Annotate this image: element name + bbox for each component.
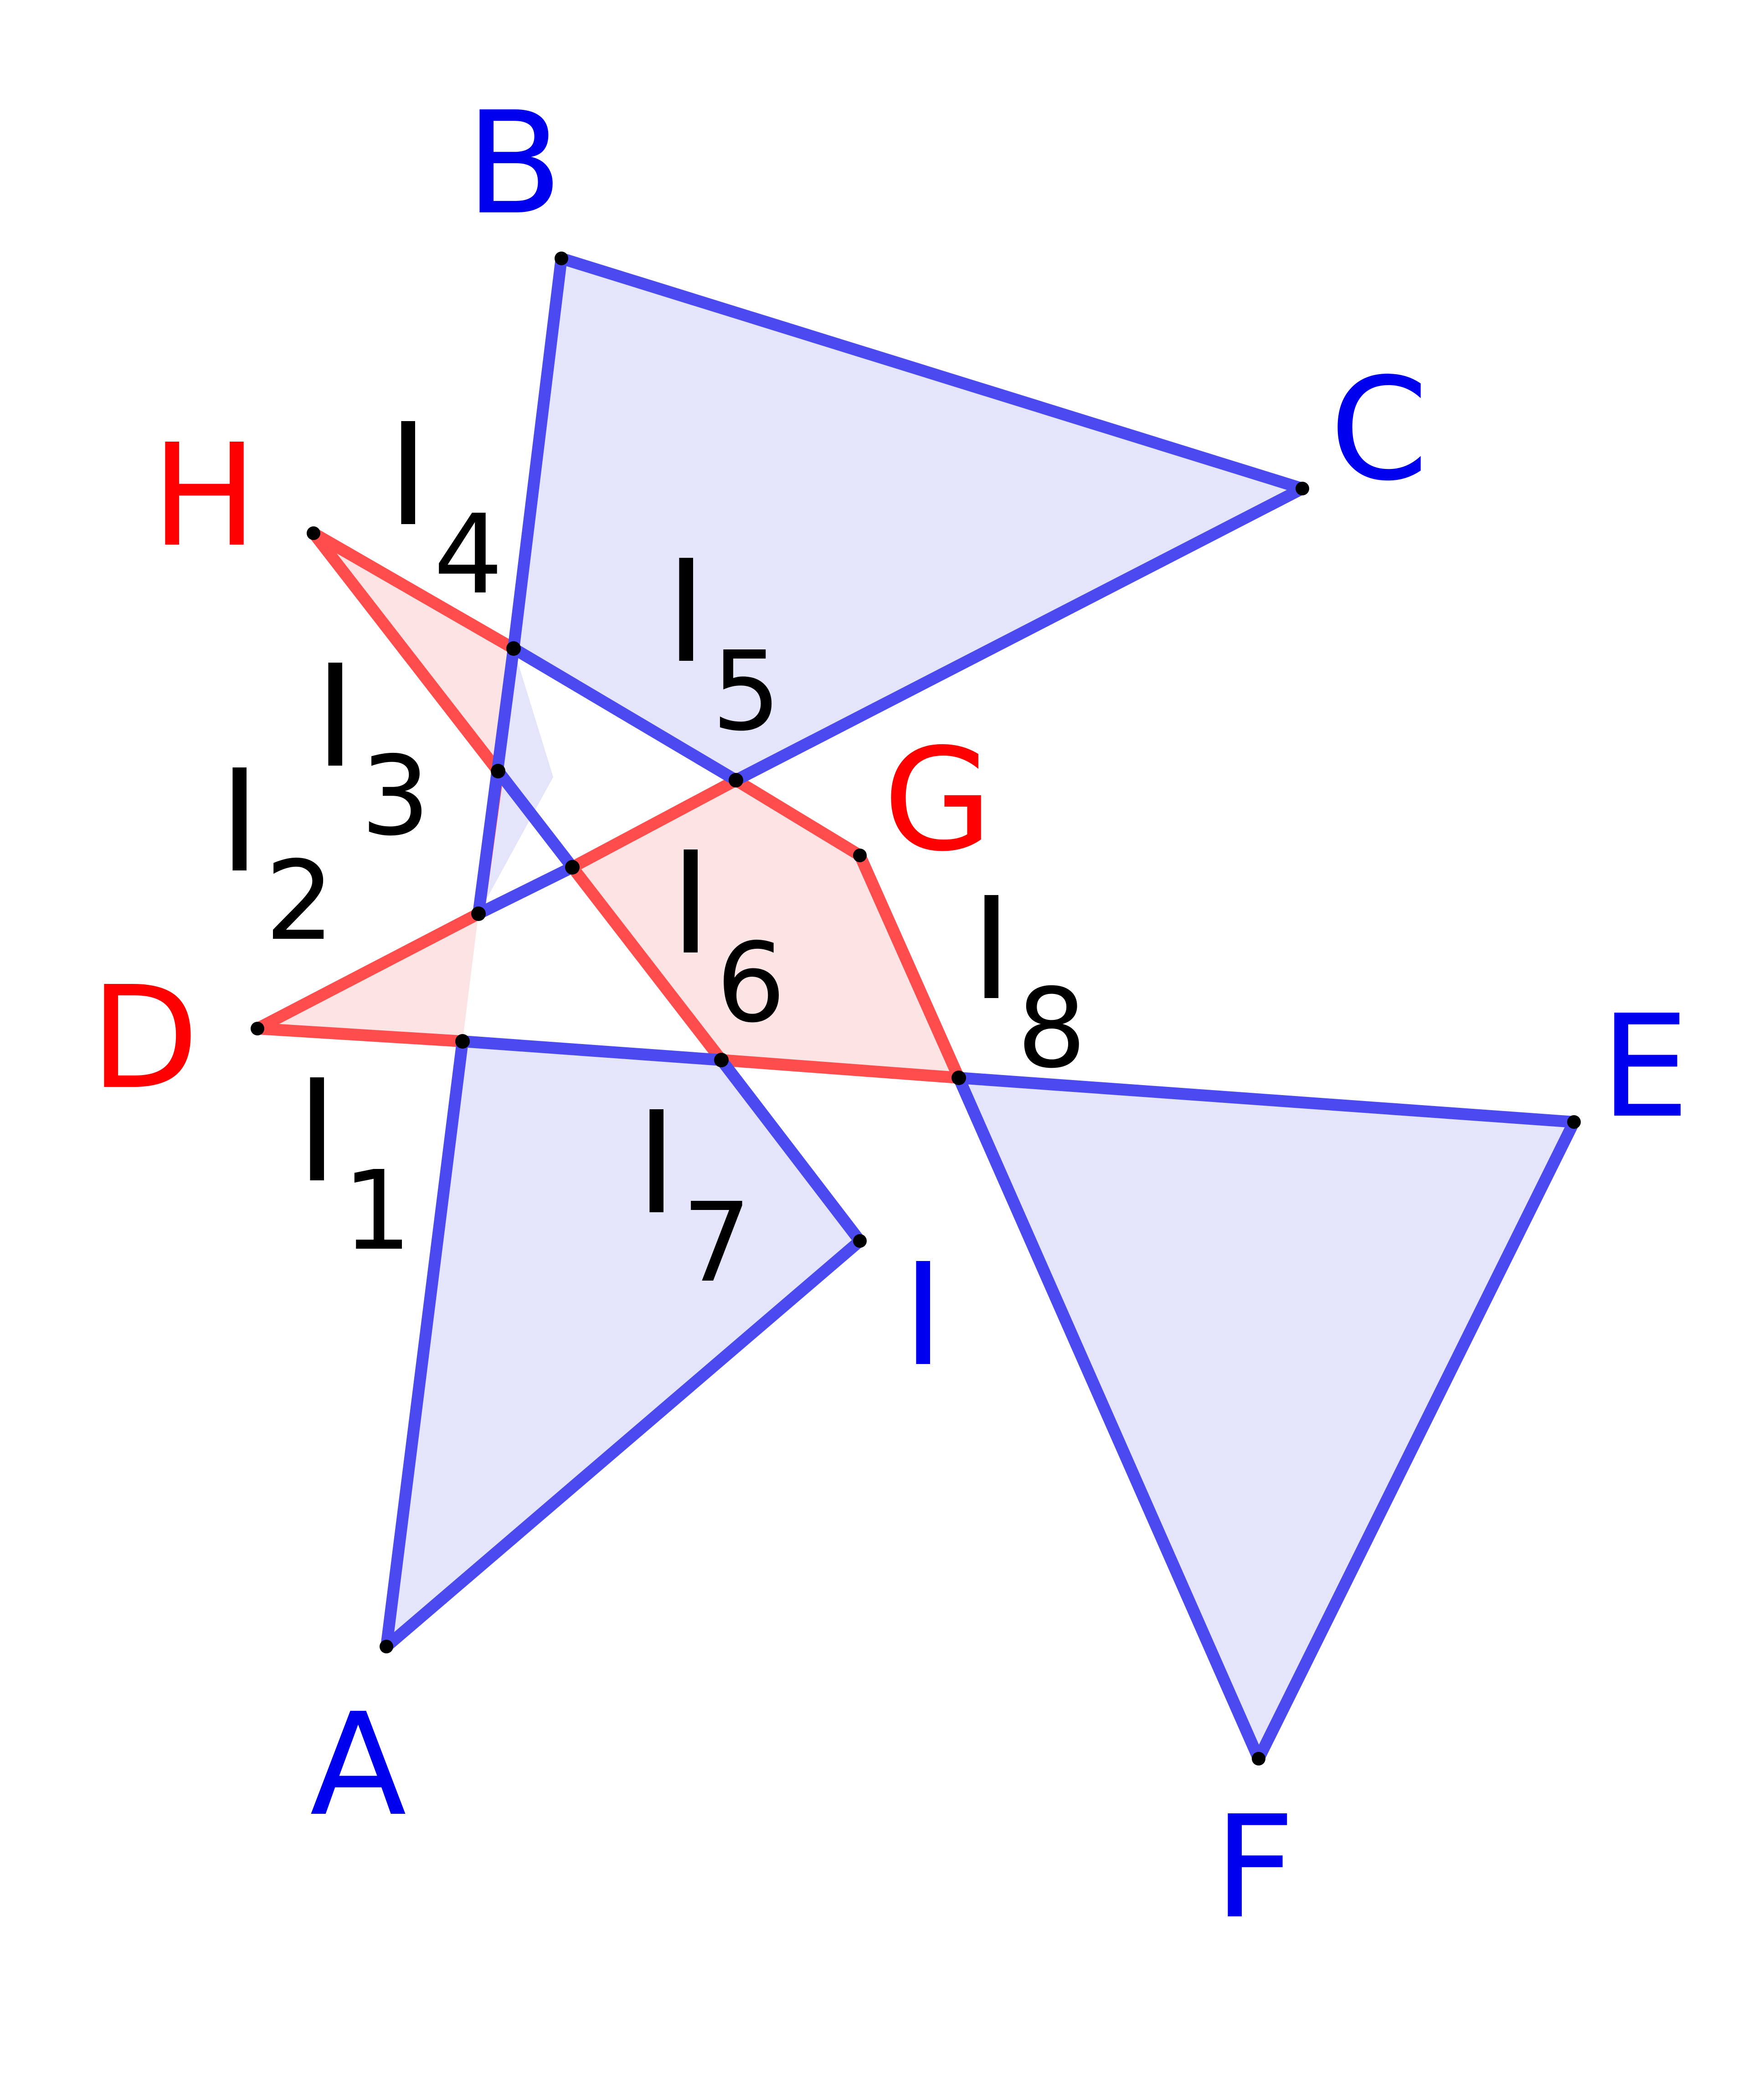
blue-region-bottom-right xyxy=(959,1078,1574,1759)
dots xyxy=(251,252,1581,1765)
blue-edge-ab xyxy=(381,1035,468,1652)
label-i6: I6 xyxy=(670,822,786,1047)
vertex-a-dot xyxy=(380,1640,393,1653)
label-i5: I5 xyxy=(665,530,781,755)
red-region-center xyxy=(572,780,959,1078)
label-i: I xyxy=(902,1233,944,1398)
intersection-2-dot xyxy=(471,906,486,921)
intersection-3-dot xyxy=(491,764,505,778)
intersection-1-dot xyxy=(455,1034,470,1049)
vertex-h-dot xyxy=(307,526,320,540)
red-edges xyxy=(252,527,965,1084)
vertex-f-dot xyxy=(1252,1752,1265,1765)
blue-edge-cd-inner xyxy=(473,861,578,920)
label-c: C xyxy=(1330,348,1428,512)
label-e: E xyxy=(1600,985,1690,1149)
label-i7: I7 xyxy=(636,1081,751,1307)
intersection-6-dot xyxy=(565,860,580,875)
intersection-labels: I1 I2 I3 I4 I5 I6 I7 I8 xyxy=(219,393,1086,1307)
label-g: G xyxy=(883,718,992,883)
label-b: B xyxy=(466,82,563,246)
intersection-5-dot xyxy=(729,773,743,788)
label-a: A xyxy=(310,1683,407,1848)
vertex-i-dot xyxy=(853,1234,867,1248)
vertex-c-dot xyxy=(1296,482,1309,495)
blue-edge-gh xyxy=(508,643,742,786)
label-f: F xyxy=(1214,1786,1295,1950)
vertex-labels: A B C D E F G H I xyxy=(90,82,1690,1950)
fill-layer xyxy=(257,258,1574,1759)
intersection-7-dot xyxy=(714,1053,729,1067)
label-d: D xyxy=(90,956,199,1121)
label-i2: I2 xyxy=(219,740,334,965)
label-i1: I1 xyxy=(296,1050,412,1275)
label-i4: I4 xyxy=(387,393,503,618)
blue-edge-hi-inner xyxy=(492,765,578,873)
blue-edge-de xyxy=(457,1035,727,1066)
red-edge-cd xyxy=(566,774,742,873)
vertex-g-dot xyxy=(853,849,867,862)
red-edge-hi xyxy=(566,861,727,1066)
intersection-4-dot xyxy=(506,641,521,656)
blue-edge-ef xyxy=(953,1072,1580,1765)
vertex-e-dot xyxy=(1567,1115,1581,1129)
blue-region-top xyxy=(478,258,1302,914)
label-h: H xyxy=(151,414,257,578)
blue-region-bottom-left xyxy=(386,1041,860,1647)
label-i3: I3 xyxy=(314,635,430,860)
label-i8: I8 xyxy=(971,867,1086,1092)
vertex-b-dot xyxy=(555,252,568,265)
intersection-8-dot xyxy=(951,1071,966,1085)
red-edge-gf xyxy=(715,774,965,1084)
vertex-d-dot xyxy=(251,1022,264,1035)
